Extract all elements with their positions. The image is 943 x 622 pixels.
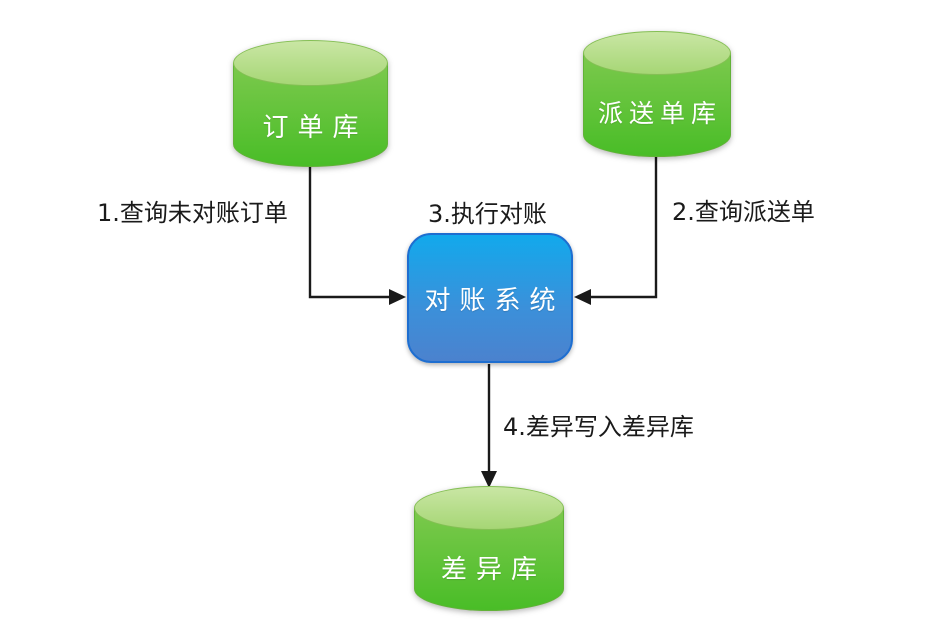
recon-system-label: 对账系统: [424, 285, 565, 316]
node-delivery-db: 派送单库: [583, 31, 731, 157]
arrowhead-delivery-db-to-recon-system: [574, 289, 591, 305]
order-db-cylinder-top: [233, 40, 388, 86]
edge-label-query-delivery-orders: 2.查询派送单: [672, 198, 815, 226]
arrow-delivery-db-to-recon-system: [589, 154, 658, 299]
edge-label-query-unreconciled-orders: 1.查询未对账订单: [97, 199, 288, 227]
delivery-db-label: 派送单库: [597, 99, 722, 128]
arrowhead-order-db-to-recon-system: [389, 289, 406, 305]
node-diff-db: 差异库: [414, 486, 564, 611]
diff-db-cylinder-top: [414, 486, 564, 530]
edge-label-execute-reconciliation: 3.执行对账: [428, 200, 547, 228]
edge-label-write-diff-to-diff-db: 4.差异写入差异库: [503, 413, 694, 441]
node-order-db: 订单库: [233, 40, 388, 167]
arrow-order-db-to-recon-system: [308, 161, 391, 299]
node-recon-system: 对账系统: [407, 233, 573, 363]
delivery-db-cylinder-top: [583, 31, 731, 75]
diff-db-label: 差异库: [440, 555, 546, 585]
order-db-label: 订单库: [262, 113, 368, 143]
